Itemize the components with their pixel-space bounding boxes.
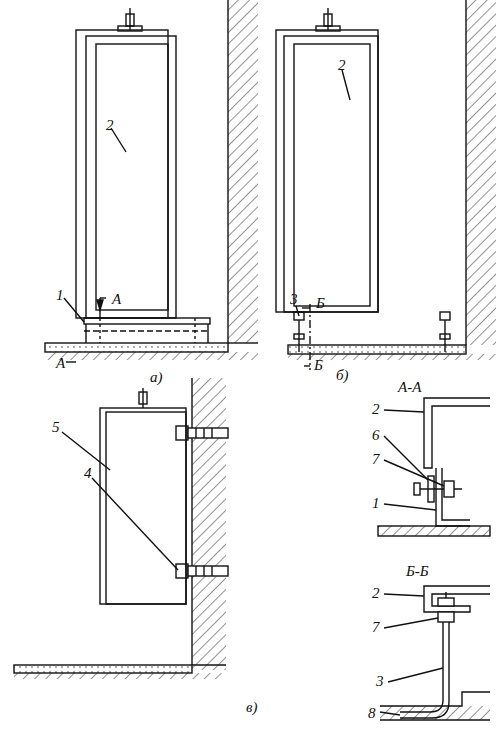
callout-number: 8 (368, 706, 376, 721)
section-title: Б-Б (406, 564, 429, 579)
callout-number: 3 (376, 674, 384, 689)
callout-number: 1 (56, 288, 64, 303)
section-mark: Б (316, 296, 325, 311)
callout-number: 7 (372, 620, 380, 635)
callout-number: 4 (84, 466, 92, 481)
view-c (14, 378, 228, 679)
section-mark: Б (314, 358, 323, 373)
section-title: А-А (398, 380, 421, 395)
callout-number: 2 (338, 58, 346, 73)
view-a (45, 0, 258, 362)
callout-number: 5 (52, 420, 60, 435)
section-mark: А (56, 356, 65, 371)
view-b (276, 0, 496, 370)
view-label: в) (246, 700, 258, 715)
callout-number: 6 (372, 428, 380, 443)
callout-number: 2 (372, 402, 380, 417)
callout-number: 2 (106, 118, 114, 133)
callout-number: 1 (372, 496, 380, 511)
section-b-b (380, 586, 490, 720)
callout-number: 3 (290, 292, 298, 307)
callout-number: 7 (372, 452, 380, 467)
callout-number: 2 (372, 586, 380, 601)
section-mark: А (112, 292, 121, 307)
view-label: б) (336, 368, 349, 383)
section-a-a (378, 398, 490, 536)
view-label: а) (150, 370, 163, 385)
